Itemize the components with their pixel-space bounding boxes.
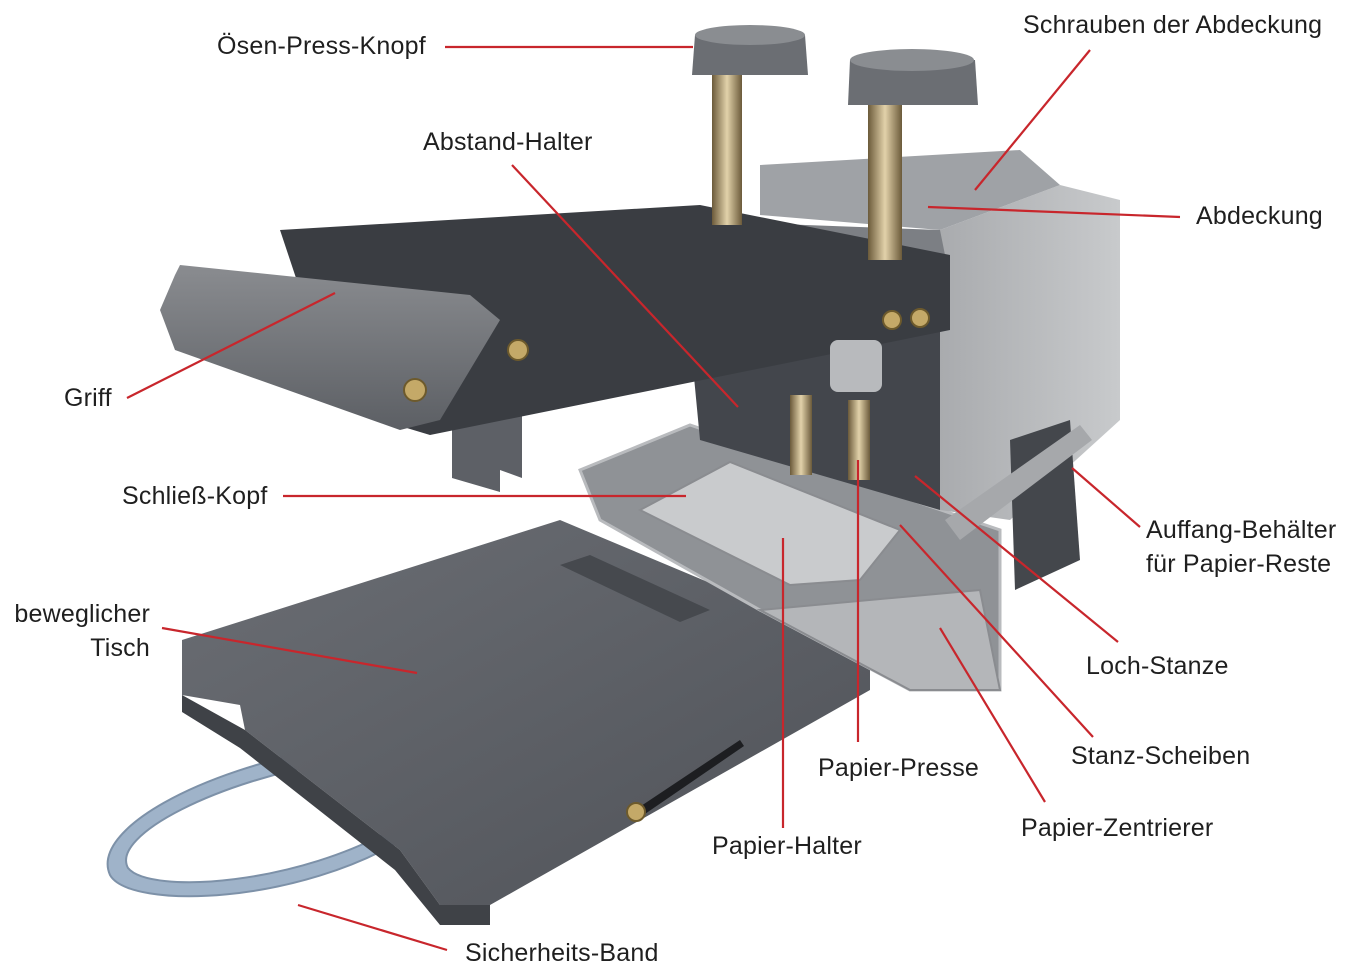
leader-lines	[126, 45, 1181, 952]
label-oesen-press-knopf: Ösen-Press-Knopf	[217, 32, 426, 60]
label-schrauben-abdeckung: Schrauben der Abdeckung	[1023, 11, 1323, 39]
label-beweglicher-line1: beweglicher	[14, 600, 150, 628]
eyelet-press-knob-left-top	[695, 25, 805, 45]
label-auffang-line2: für Papier-Reste	[1146, 550, 1332, 578]
movable-table	[182, 520, 870, 905]
leader-auffang	[1071, 467, 1141, 528]
eyelet-press-knob-right	[848, 60, 978, 105]
label-griff: Griff	[64, 384, 112, 412]
table-slot	[638, 740, 744, 816]
punch-cylinder	[830, 340, 882, 392]
leader-tisch	[161, 626, 418, 675]
arm-screw-2	[882, 310, 902, 330]
movable-table-front	[182, 695, 490, 925]
label-abdeckung: Abdeckung	[1196, 202, 1323, 230]
label-stanz-scheiben: Stanz-Scheiben	[1071, 742, 1251, 770]
leader-abstand	[511, 164, 739, 408]
leader-abdeckung	[927, 205, 1181, 219]
label-sicherheits-band: Sicherheits-Band	[465, 939, 659, 967]
paper-centerer	[756, 588, 1002, 691]
leader-zentrierer	[939, 627, 1046, 803]
eyelet-press-knob-right-top	[850, 49, 974, 71]
label-papier-zentrierer: Papier-Zentrierer	[1021, 814, 1214, 842]
label-papier-halter: Papier-Halter	[712, 832, 862, 860]
leader-schrauben	[974, 49, 1091, 191]
label-beweglicher-line2: Tisch	[90, 634, 150, 662]
eyelet-press-knob-left	[692, 35, 808, 75]
side-rail	[945, 425, 1092, 540]
label-auffang-behaelter: Auffang-Behälter für Papier-Reste	[1146, 513, 1336, 581]
label-loch-stanze: Loch-Stanze	[1086, 652, 1229, 680]
leader-loch	[914, 475, 1119, 643]
lower-spring-right	[848, 400, 870, 480]
top-spring-left	[712, 75, 742, 225]
label-papier-presse: Papier-Presse	[818, 754, 979, 782]
leader-griff	[126, 292, 336, 399]
label-auffang-line1: Auffang-Behälter	[1146, 516, 1337, 544]
leader-scheiben	[899, 524, 1094, 738]
arm-screw-3	[910, 308, 930, 328]
label-abstand-halter: Abstand-Halter	[423, 128, 593, 156]
label-schliess-kopf: Schließ-Kopf	[122, 482, 268, 510]
leader-band	[297, 903, 448, 952]
table-screw	[626, 802, 646, 822]
arm-screw-1	[507, 339, 529, 361]
paper-holder-plate	[637, 460, 902, 587]
table-sticker	[560, 555, 710, 622]
handle-screw	[403, 378, 427, 402]
lower-spring-left	[790, 395, 812, 475]
top-spring-right	[868, 95, 902, 260]
label-beweglicher-tisch: beweglicher Tisch	[8, 597, 150, 665]
